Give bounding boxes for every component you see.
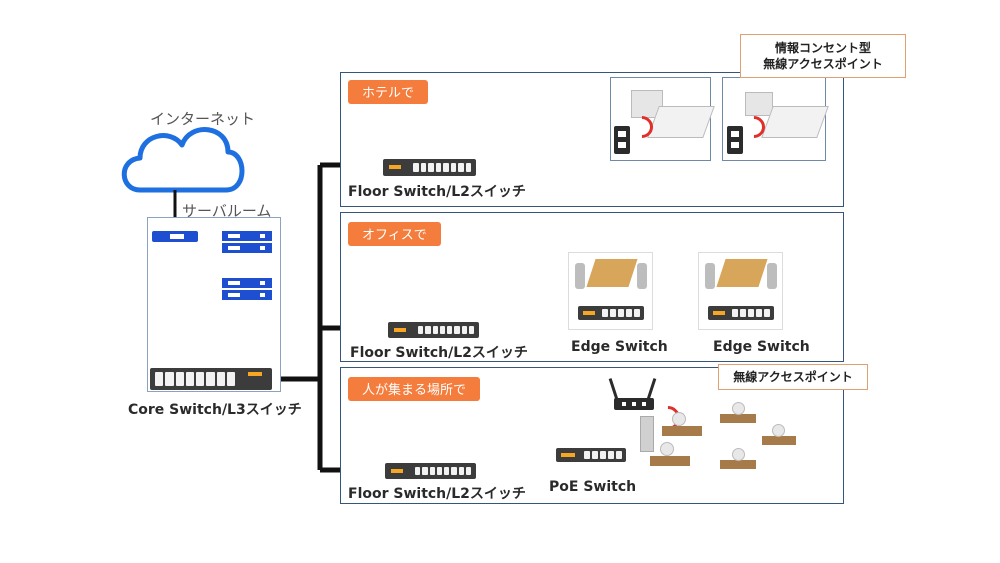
internet-cloud-icon [121,127,245,193]
hotel-ap-callout: 情報コンセント型 無線アクセスポイント [740,34,906,78]
office-floor-switch-icon [388,322,479,338]
wireless-access-point-icon [614,398,654,410]
hotel-tag: ホテルで [348,80,429,104]
server-room-label: サーバルーム [182,202,272,220]
desk-icon [662,426,702,436]
wall-access-point-icon [727,126,743,154]
hotel-floor-switch-label: Floor Switch/L2スイッチ [348,184,526,200]
poe-switch-label: PoE Switch [549,479,637,495]
edge-switch-label-2: Edge Switch [713,339,810,355]
wall-access-point-icon [614,126,630,154]
cabinet-icon [745,92,773,116]
chair-icon [705,263,715,289]
poe-switch-icon [556,448,626,462]
office-floor-switch-label: Floor Switch/L2スイッチ [350,345,528,361]
people-with-laptops-illustration [640,402,800,486]
hotel-room-1 [610,77,715,161]
hotel-room-2 [722,77,829,161]
server-icon [222,231,272,253]
meeting-table-icon [586,259,638,287]
desk-icon [720,460,756,469]
office-tag: オフィスで [348,222,441,246]
desk-icon [650,456,690,466]
edge-switch-label-1: Edge Switch [571,339,668,355]
venue-floor-switch-icon [385,463,476,479]
venue-tag: 人が集まる場所で [348,377,481,401]
chair-icon [767,263,777,289]
venue-ap-callout: 無線アクセスポイント [718,364,868,390]
person-icon [772,424,785,437]
router-icon [152,231,198,242]
hotel-floor-switch-icon [383,159,476,176]
person-icon [672,412,686,426]
core-switch-icon [150,368,272,390]
meeting-table-icon [716,259,768,287]
chair-icon [575,263,585,289]
internet-label: インターネット [150,110,256,128]
screen-icon [640,416,654,452]
venue-floor-switch-label: Floor Switch/L2スイッチ [348,486,526,502]
person-icon [660,442,674,456]
person-icon [732,402,745,415]
chair-icon [637,263,647,289]
bed-icon [647,106,715,138]
edge-switch-icon [578,306,644,320]
person-icon [732,448,745,461]
server-icon [222,278,272,300]
hotel-ap-callout-line1: 情報コンセント型 [774,41,871,55]
desk-icon [762,436,796,445]
desk-icon [720,414,756,423]
bed-icon [761,106,829,138]
edge-switch-icon [708,306,774,320]
core-switch-label: Core Switch/L3スイッチ [128,402,302,418]
hotel-ap-callout-line2: 無線アクセスポイント [763,57,883,71]
